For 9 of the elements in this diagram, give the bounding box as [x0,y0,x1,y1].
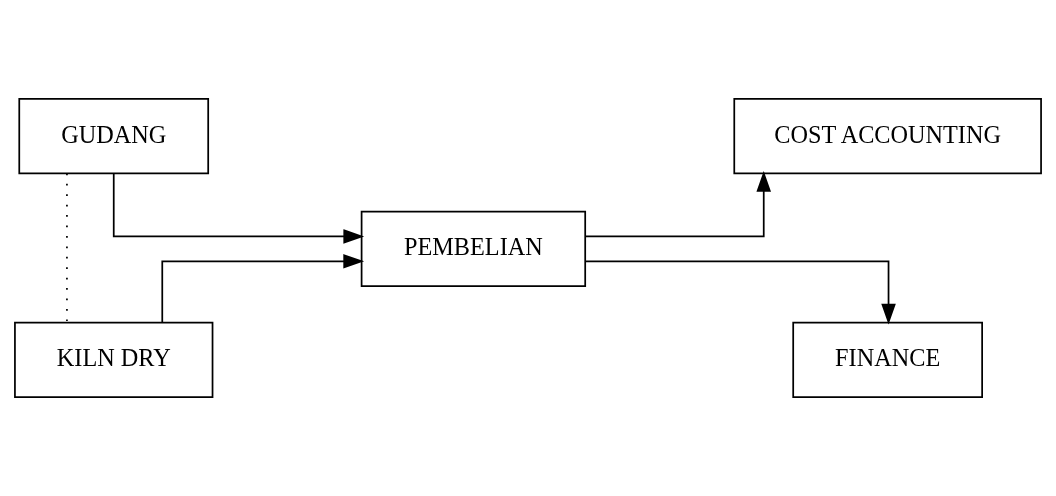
arrow [161,254,365,323]
arrow [584,260,896,325]
node-box: PEMBELIAN [360,210,587,287]
node-box: FINANCE [792,321,983,398]
arrow [112,172,365,244]
node-box: GUDANG [18,98,210,175]
node-box: COST ACCOUNTING [733,98,1042,175]
node-box: KILN DRY [14,321,214,398]
arrow [584,170,771,238]
